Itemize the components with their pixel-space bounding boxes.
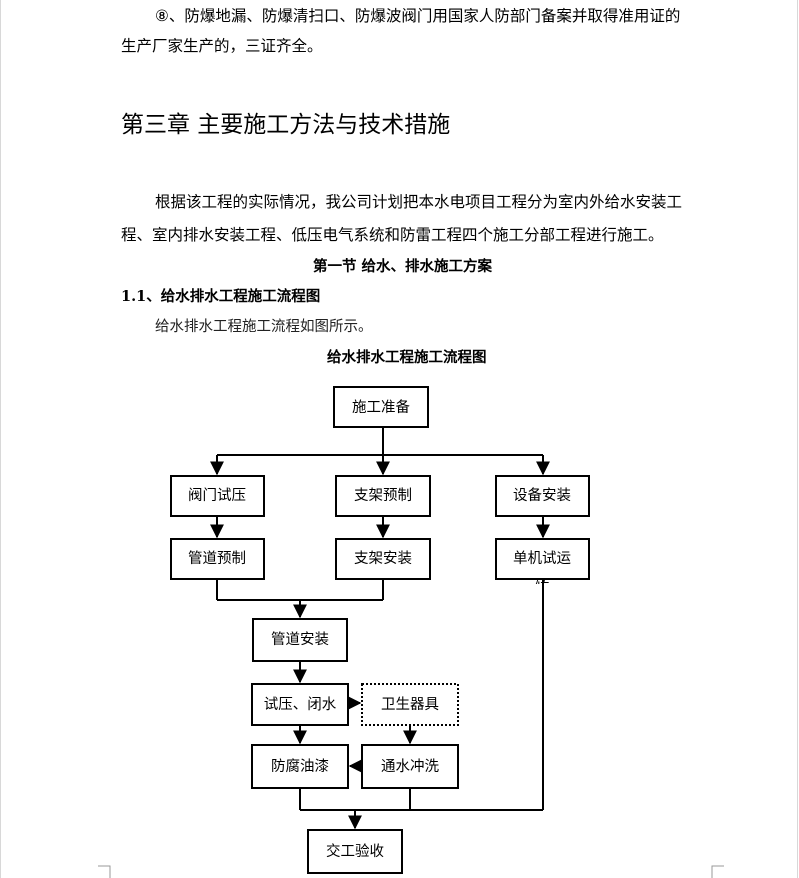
- paragraph-line: ⑧、防爆地漏、防爆清扫口、防爆波阀门用国家人防部门备案并取得准用证的: [155, 7, 681, 25]
- flow-label: 施工准备: [352, 399, 410, 416]
- box-flush: [361, 744, 459, 789]
- flow-label: 试压、闭水: [264, 696, 337, 713]
- flow-label: 单机试运: [513, 550, 571, 567]
- box-anticorrosion: [251, 744, 349, 789]
- section-title: 第一节 给水、排水施工方案: [313, 258, 493, 275]
- box-prep: [333, 386, 429, 428]
- paragraph-line: 生产厂家生产的，三证齐全。: [121, 37, 323, 55]
- diagram-title: 给水排水工程施工流程图: [327, 349, 487, 366]
- box-bracket-install: [335, 538, 431, 580]
- subsection-title: 1.1、给水排水工程施工流程图: [121, 288, 321, 305]
- box-acceptance: [307, 829, 403, 874]
- box-pipe-install: [252, 618, 348, 662]
- subsection-body: 给水排水工程施工流程如图所示。: [155, 319, 373, 335]
- flow-label: 管道安装: [271, 631, 329, 648]
- flow-label: 通水冲洗: [381, 758, 439, 775]
- flow-label: 防腐油漆: [271, 757, 329, 775]
- flow-label: 卫生器具: [381, 696, 439, 713]
- page-edge-right: [797, 0, 798, 878]
- page-edge-left: [0, 0, 1, 878]
- flow-label: 支架安装: [354, 550, 412, 567]
- flow-label-overflow: 转: [535, 577, 550, 594]
- flow-label: 阀门试压: [188, 487, 246, 504]
- chapter-title: 第三章 主要施工方法与技术措施: [121, 112, 451, 138]
- paragraph-line: 程、室内排水安装工程、低压电气系统和防雷工程四个施工分部工程进行施工。: [121, 226, 664, 244]
- box-pressure-test: [251, 683, 349, 726]
- paragraph-line: 根据该工程的实际情况，我公司计划把本水电项目工程分为室内外给水安装工: [155, 193, 683, 211]
- box-single-test: [495, 538, 590, 580]
- flow-label: 交工验收: [326, 842, 384, 860]
- page-corner-mark: [98, 865, 111, 878]
- flow-label: 支架预制: [354, 487, 412, 504]
- page-corner-mark: [711, 865, 724, 878]
- box-pipe-prefab: [170, 538, 265, 580]
- flow-label: 管道预制: [188, 550, 246, 567]
- box-bracket-prefab: [335, 475, 431, 517]
- box-valve-test: [170, 475, 265, 517]
- flow-label: 设备安装: [513, 487, 571, 504]
- box-equip-install: [495, 475, 590, 517]
- box-sanitary: [361, 683, 459, 726]
